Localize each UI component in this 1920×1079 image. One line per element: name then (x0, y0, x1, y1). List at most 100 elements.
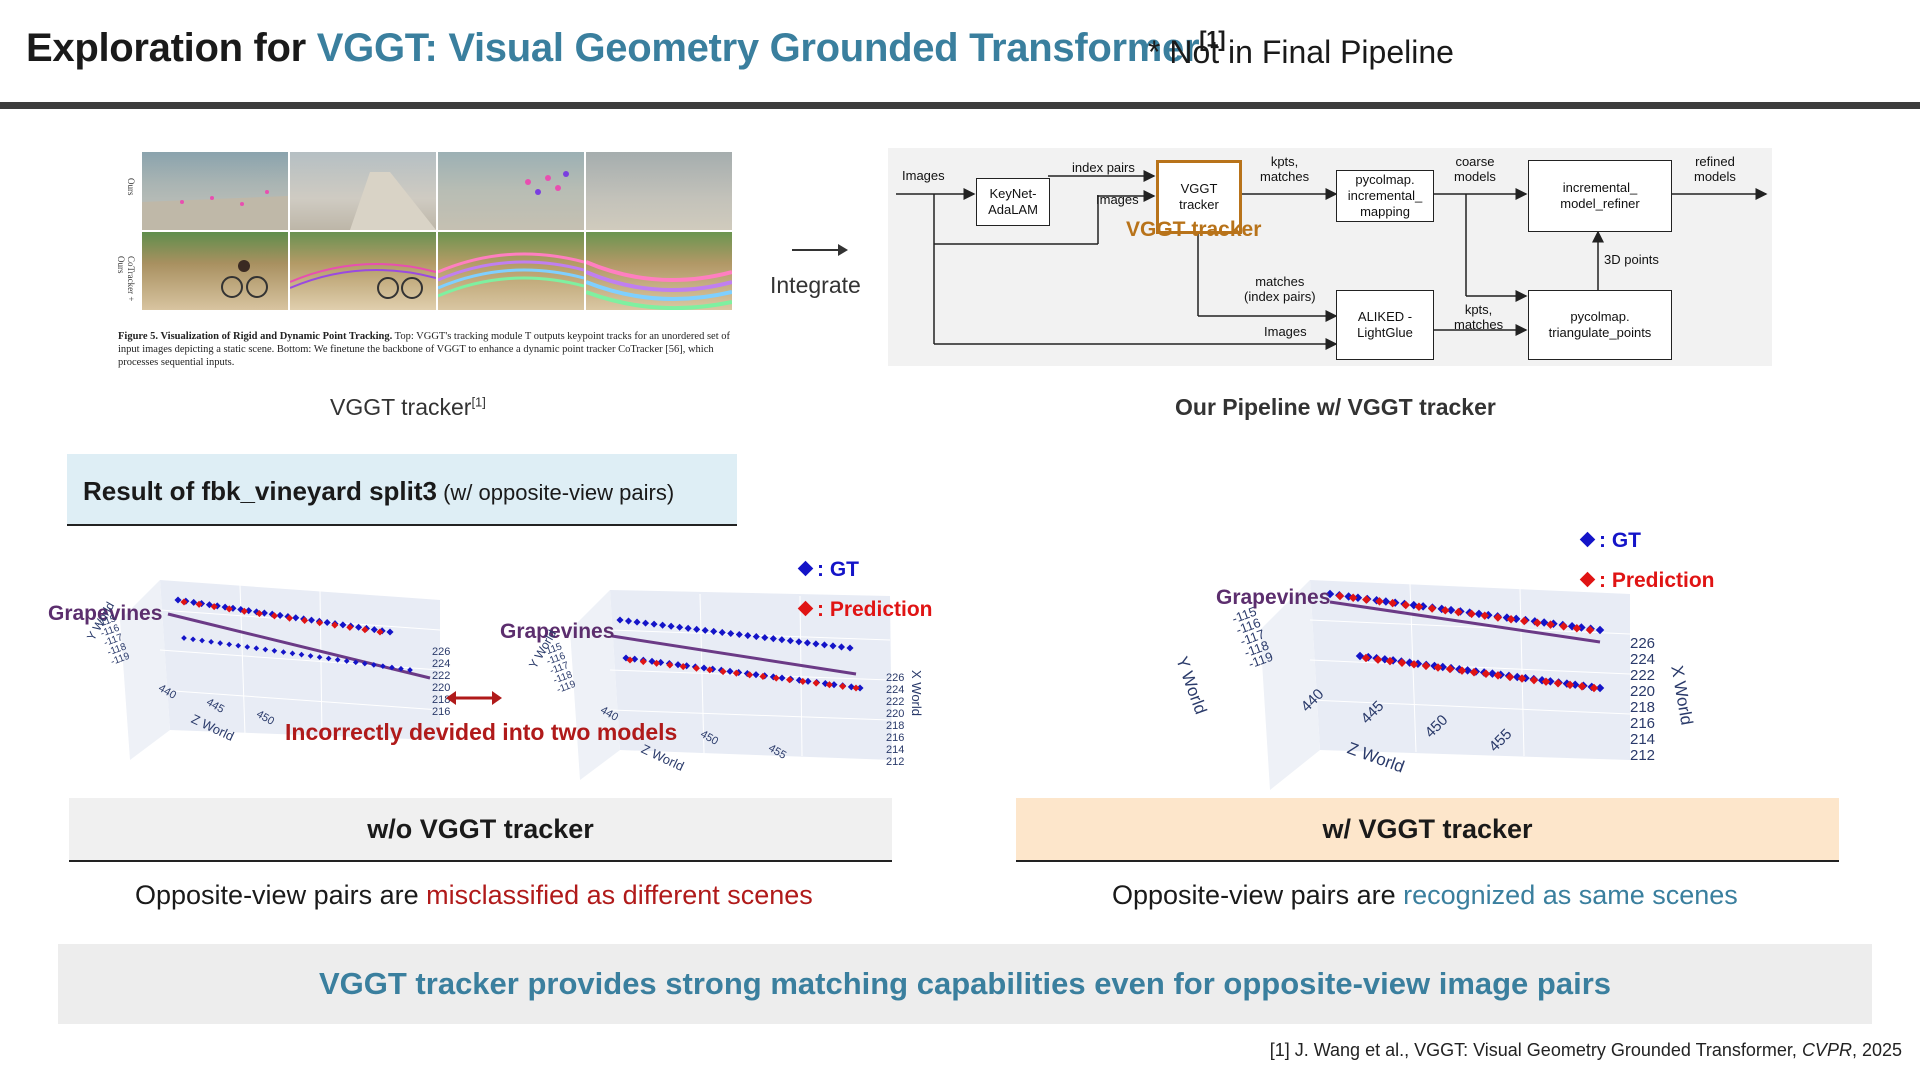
gt-point (370, 626, 378, 634)
prediction-point (1375, 597, 1384, 606)
gt-point (389, 664, 395, 671)
pipeline-connectors (896, 170, 1768, 350)
edge-label-refined-models: refined models (1694, 154, 1736, 184)
legend-gt: : GT (1579, 529, 1641, 553)
axis-x-label: X World (909, 670, 924, 716)
legend-pred-text: : Prediction (817, 598, 933, 621)
gt-point (803, 639, 811, 647)
conclusion-banner: VGGT tracker provides strong matching ca… (58, 944, 1872, 1024)
edge-label-images: Images (902, 168, 945, 183)
incremental-model-refiner-node: incremental_ model_refiner (1528, 160, 1672, 232)
x-tick: 214 (886, 744, 905, 756)
gt-point (407, 667, 413, 673)
title-accent: VGGT: Visual Geometry Grounded Transform… (316, 26, 1200, 70)
prediction-point (1401, 600, 1411, 610)
x-tick: 226 (886, 672, 905, 684)
plot-canvas (1260, 580, 1631, 790)
gt-point (761, 634, 769, 642)
title-reference: [1] (1199, 26, 1226, 52)
legend-prediction: : Prediction (1579, 569, 1715, 593)
x-tick: 216 (432, 706, 451, 718)
gt-point (1438, 662, 1448, 672)
gt-point (1570, 680, 1580, 689)
gt-point (190, 598, 198, 606)
gt-point (701, 626, 709, 634)
gt-diamond-icon (1579, 531, 1596, 548)
figure-image (142, 232, 288, 310)
x-tick: 212 (886, 756, 905, 768)
edge-label-coarse-models: coarse models (1454, 154, 1496, 184)
gt-point (262, 646, 269, 653)
prediction-point (1427, 604, 1437, 613)
edge-label-kpts-matches-2: kpts, matches (1454, 302, 1504, 332)
grapevines-label: Grapevines (1216, 586, 1331, 609)
reference-text: [1] J. Wang et al., VGGT: Visual Geometr… (1269, 1040, 1802, 1060)
gt-point (856, 684, 864, 692)
pipeline-label: Our Pipeline w/ VGGT tracker (1175, 394, 1496, 420)
grapevines-label: Grapevines (500, 620, 615, 643)
incorrect-division-label: Incorrectly devided into two models (285, 719, 678, 745)
plot-without-tracker-model-a: Grapevines Y World Z World 440 445 450 2… (48, 560, 451, 760)
desc-highlight: misclassified as different scenes (426, 880, 813, 910)
desc-highlight: recognized as same scenes (1403, 880, 1738, 910)
triangulate-points-node: pycolmap. triangulate_points (1528, 290, 1672, 360)
x-tick: 216 (1630, 715, 1656, 732)
gt-point (298, 651, 305, 658)
integrate-label: Integrate (770, 272, 861, 298)
reference-year: , 2025 (1851, 1040, 1902, 1060)
prediction-point (785, 676, 794, 684)
edge-label-kpts-matches: kpts, matches (1260, 154, 1310, 184)
gt-point (718, 628, 726, 636)
prediction-point (692, 664, 701, 672)
x-tick: 224 (1630, 651, 1656, 668)
plot-with-tracker: Grapevines Y World Z World X World 440 4… (1172, 560, 1740, 790)
prediction-point (376, 628, 384, 636)
gt-point (700, 664, 708, 672)
figure-label-reference: [1] (471, 394, 486, 410)
prediction-point (1577, 682, 1587, 691)
plot-canvas (120, 580, 441, 760)
edge-label-images-aliked: Images (1264, 324, 1307, 339)
prediction-point (839, 682, 847, 690)
without-tracker-header: w/o VGGT tracker (69, 798, 892, 862)
x-tick: 224 (432, 658, 451, 670)
gt-point (380, 663, 386, 669)
x-tick: 222 (432, 670, 451, 682)
prediction-diamond-icon (1579, 571, 1596, 588)
grapevines-label: Grapevines (48, 602, 163, 625)
integrate-arrow-icon (792, 244, 848, 256)
double-arrow-icon (446, 691, 502, 705)
prediction-point (852, 684, 860, 692)
x-tick: 220 (1630, 683, 1656, 700)
x-tick: 226 (1630, 635, 1656, 652)
plot-canvas (570, 590, 892, 780)
x-tick: 214 (1630, 731, 1656, 748)
gt-point (355, 623, 363, 631)
vggt-tracker-highlight-label: VGGT tracker (1126, 218, 1262, 241)
prediction-point (180, 598, 188, 606)
gt-point (744, 632, 752, 640)
prediction-point (316, 619, 324, 627)
x-tick: 218 (432, 694, 451, 706)
gt-point (386, 628, 394, 636)
gt-point (174, 596, 182, 604)
figure-image (437, 232, 585, 310)
with-tracker-description: Opposite-view pairs are recognized as sa… (1112, 880, 1738, 911)
prediction-point (301, 616, 309, 624)
gt-point (289, 650, 296, 657)
legend-gt-text: : GT (1599, 529, 1641, 552)
x-tick: 218 (1630, 699, 1656, 716)
pycolmap-incremental-mapping-node: pycolmap. incremental_ mapping (1336, 170, 1434, 222)
aliked-lightglue-node: ALIKED - LightGlue (1336, 290, 1434, 360)
result-title-text: Result of fbk_vineyard split3 (83, 476, 437, 506)
figure-image (142, 152, 288, 230)
gt-point (292, 614, 300, 622)
legend-prediction: : Prediction (797, 598, 933, 622)
page-title: Exploration for VGGT: Visual Geometry Gr… (26, 26, 1226, 71)
gt-point (846, 644, 854, 652)
x-tick: 222 (1630, 667, 1656, 684)
prediction-point (759, 672, 767, 681)
x-tick: 220 (886, 708, 905, 720)
vggt-tracker-node: VGGT tracker (1156, 160, 1242, 234)
figure-image (438, 152, 584, 230)
